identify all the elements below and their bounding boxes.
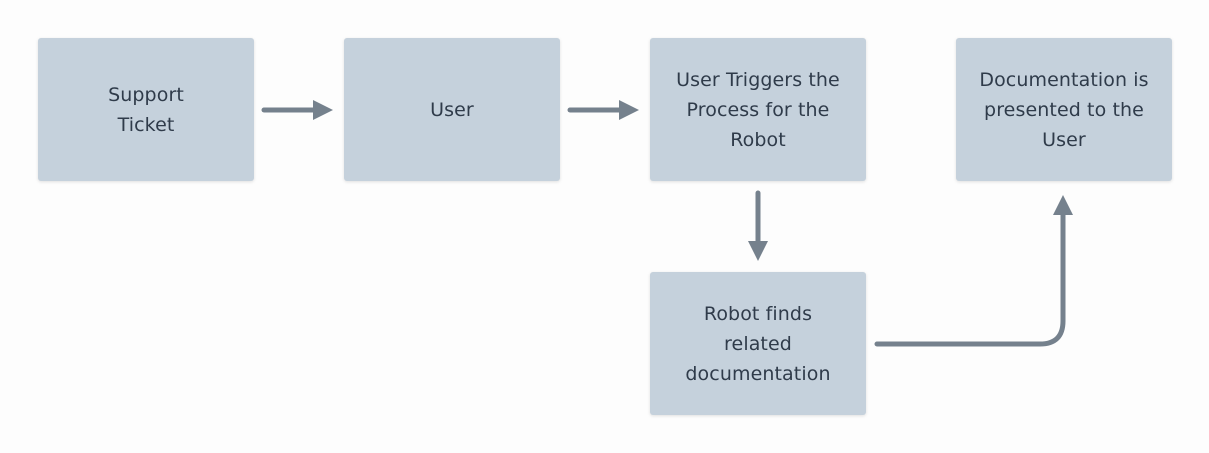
node-user: User	[344, 38, 560, 181]
node-documentation-presented: Documentation is presented to the User	[956, 38, 1172, 181]
node-label: User Triggers the Process for the Robot	[676, 68, 840, 151]
node-label: Support Ticket	[108, 83, 184, 136]
node-support-ticket: Support Ticket	[38, 38, 254, 181]
node-robot-finds-documentation: Robot finds related documentation	[650, 272, 866, 415]
node-label: Documentation is presented to the User	[979, 68, 1149, 151]
node-user-triggers-process: User Triggers the Process for the Robot	[650, 38, 866, 181]
arrow-robot-finds-to-documentation	[874, 195, 1073, 347]
node-label: User	[430, 98, 474, 121]
node-label: Robot finds related documentation	[685, 302, 831, 385]
